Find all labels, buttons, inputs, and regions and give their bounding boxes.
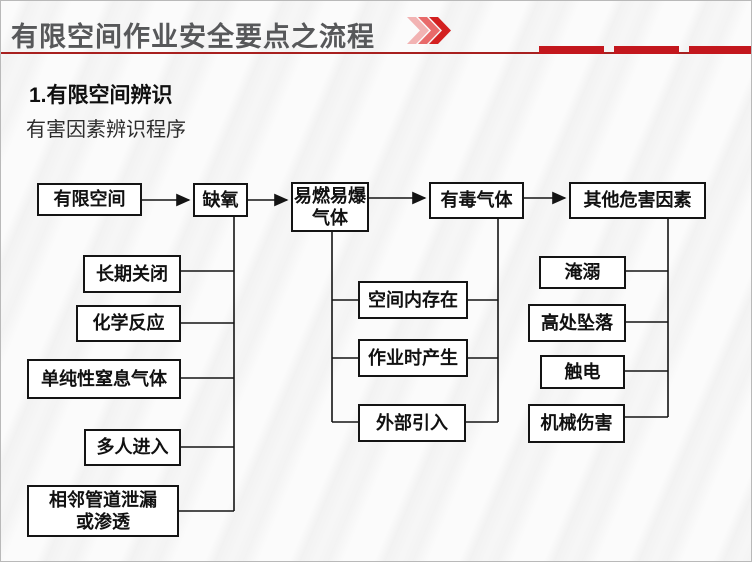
node-long-closed: 长期关闭 bbox=[83, 255, 181, 293]
node-electric-shock: 触电 bbox=[540, 355, 625, 389]
header-divider bbox=[1, 52, 751, 54]
node-mechanical-injury: 机械伤害 bbox=[528, 404, 625, 443]
header-dash bbox=[614, 46, 679, 54]
node-adjacent-pipe-leak: 相邻管道泄漏 或渗透 bbox=[27, 485, 179, 537]
triple-chevron-right-icon bbox=[407, 17, 451, 44]
node-fall-from-height: 高处坠落 bbox=[528, 304, 626, 342]
node-simple-asphyxiant-gas: 单纯性窒息气体 bbox=[27, 359, 181, 399]
node-flammable-gas: 易燃易爆 气体 bbox=[291, 182, 369, 232]
node-existing-in-space: 空间内存在 bbox=[358, 281, 468, 319]
node-external-introduction: 外部引入 bbox=[358, 404, 466, 442]
node-toxic-gas: 有毒气体 bbox=[429, 182, 524, 219]
node-multiple-entry: 多人进入 bbox=[84, 429, 181, 466]
node-other-hazards: 其他危害因素 bbox=[569, 182, 706, 219]
node-limited-space: 有限空间 bbox=[37, 183, 142, 216]
section-heading: 1.有限空间辨识 bbox=[29, 84, 173, 107]
section-subheading: 有害因素辨识程序 bbox=[26, 119, 186, 141]
header-dash bbox=[689, 46, 751, 54]
node-chemical-reaction: 化学反应 bbox=[76, 305, 181, 342]
node-oxygen-deficiency: 缺氧 bbox=[193, 183, 248, 217]
header-dash bbox=[539, 46, 604, 54]
node-drowning: 淹溺 bbox=[539, 256, 626, 289]
node-produced-during-work: 作业时产生 bbox=[358, 339, 468, 377]
page-title: 有限空间作业安全要点之流程 bbox=[11, 22, 375, 52]
